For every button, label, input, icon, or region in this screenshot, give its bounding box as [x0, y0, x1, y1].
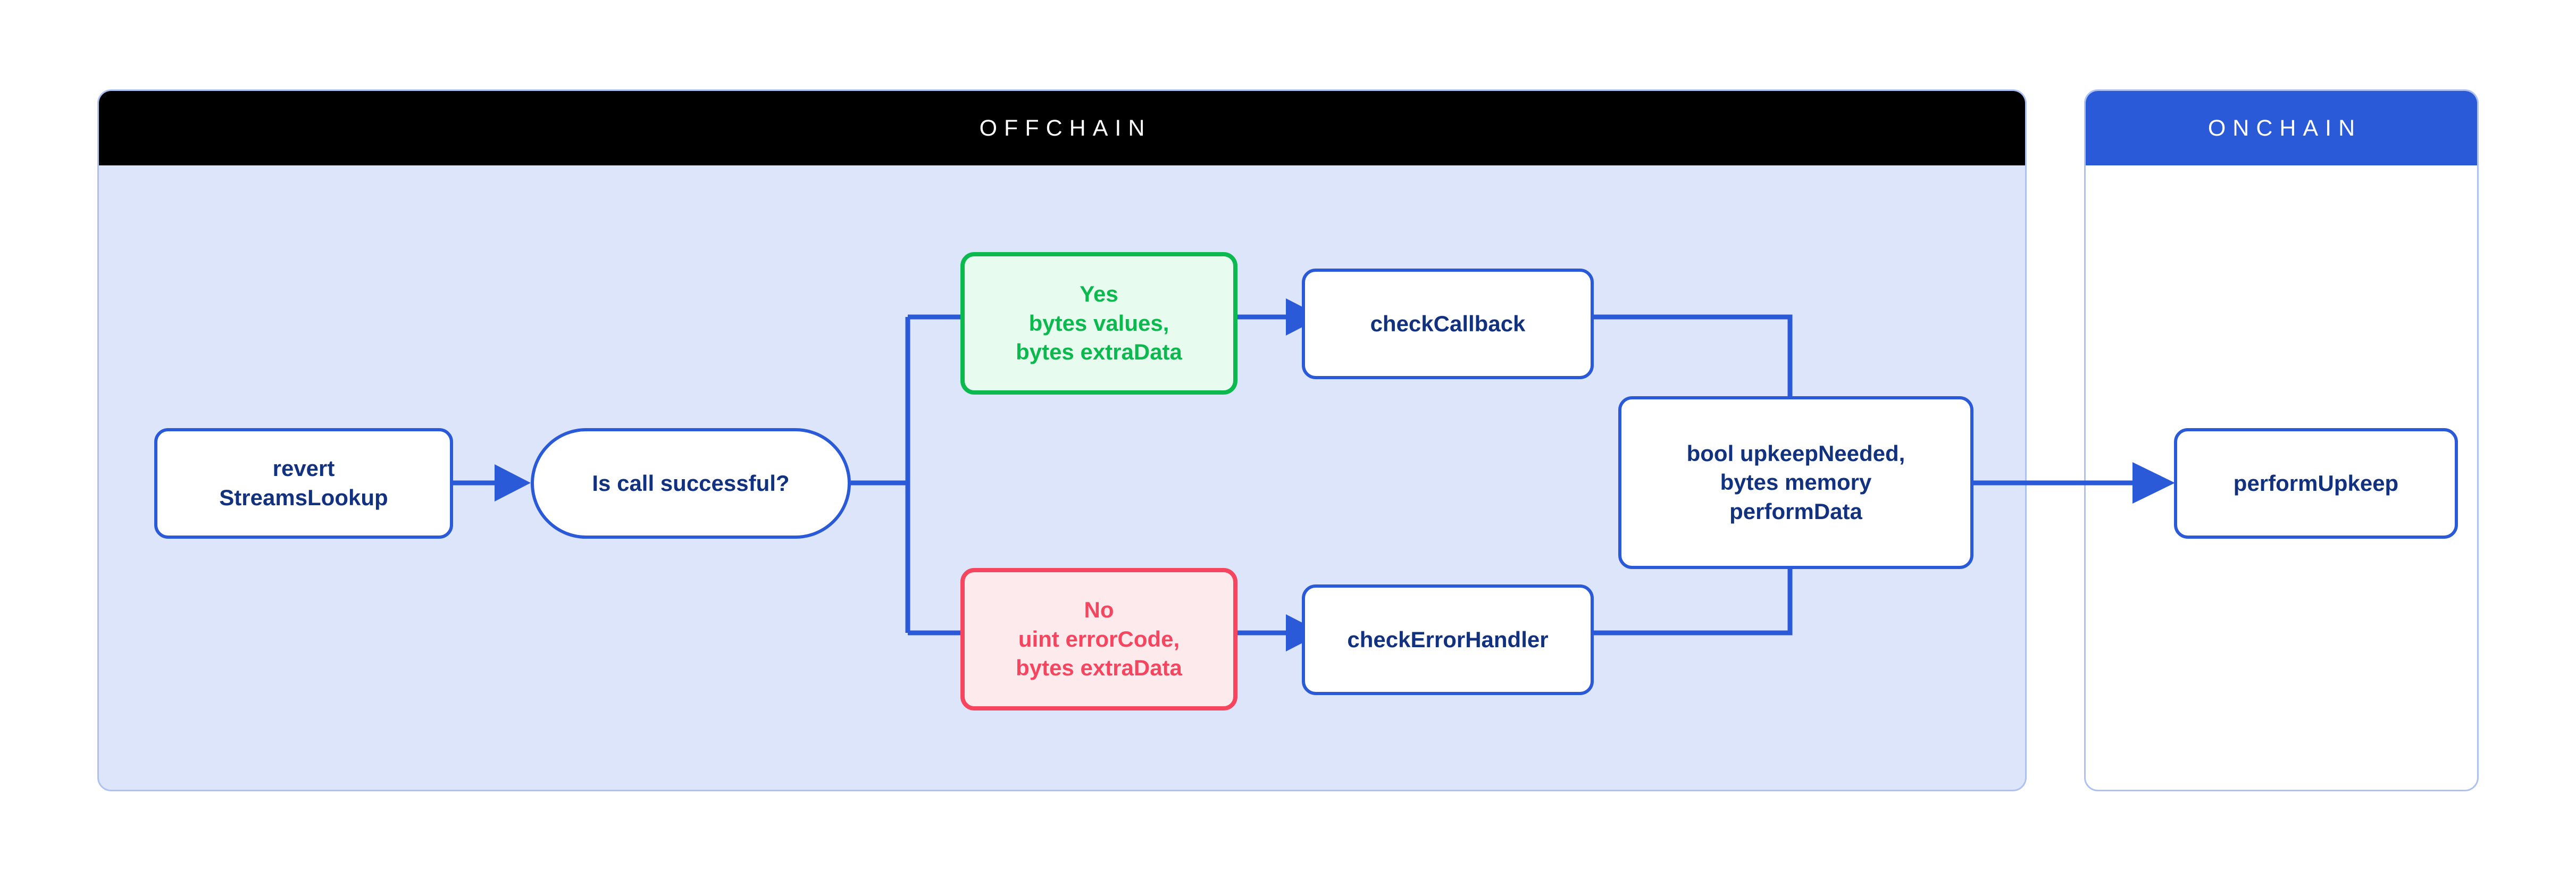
node-check-callback[interactable]: checkCallback: [1302, 269, 1594, 379]
node-check-callback-label: checkCallback: [1370, 311, 1526, 336]
node-branch-yes[interactable]: Yes bytes values, bytes extraData: [960, 252, 1237, 395]
node-branch-yes-line-2: bytes values,: [1028, 310, 1169, 336]
node-perform-upkeep-label: performUpkeep: [2233, 470, 2399, 496]
node-upkeep-result-line-1: bool upkeepNeeded,: [1686, 440, 1905, 466]
onchain-panel-title: ONCHAIN: [2086, 91, 2477, 165]
offchain-panel-title: OFFCHAIN: [99, 91, 2025, 165]
node-branch-yes-line-3: bytes extraData: [1016, 339, 1182, 365]
node-revert-streams-lookup[interactable]: revert StreamsLookup: [154, 428, 453, 539]
node-branch-yes-line-1: Yes: [1080, 281, 1118, 307]
node-check-error-handler-label: checkErrorHandler: [1347, 626, 1549, 652]
node-branch-no-line-1: No: [1084, 597, 1114, 623]
node-branch-no-line-3: bytes extraData: [1016, 655, 1182, 681]
node-branch-no[interactable]: No uint errorCode, bytes extraData: [960, 568, 1237, 711]
node-revert-line-2: StreamsLookup: [219, 485, 388, 510]
node-branch-no-line-2: uint errorCode,: [1018, 626, 1180, 651]
node-revert-line-1: revert: [272, 456, 335, 481]
node-is-call-successful-label: Is call successful?: [592, 470, 790, 496]
node-is-call-successful[interactable]: Is call successful?: [531, 428, 851, 539]
node-upkeep-result-line-2: bytes memory: [1720, 470, 1872, 495]
node-upkeep-result[interactable]: bool upkeepNeeded, bytes memory performD…: [1618, 396, 1973, 569]
node-check-error-handler[interactable]: checkErrorHandler: [1302, 584, 1594, 695]
node-perform-upkeep[interactable]: performUpkeep: [2174, 428, 2458, 539]
node-upkeep-result-line-3: performData: [1729, 498, 1862, 524]
